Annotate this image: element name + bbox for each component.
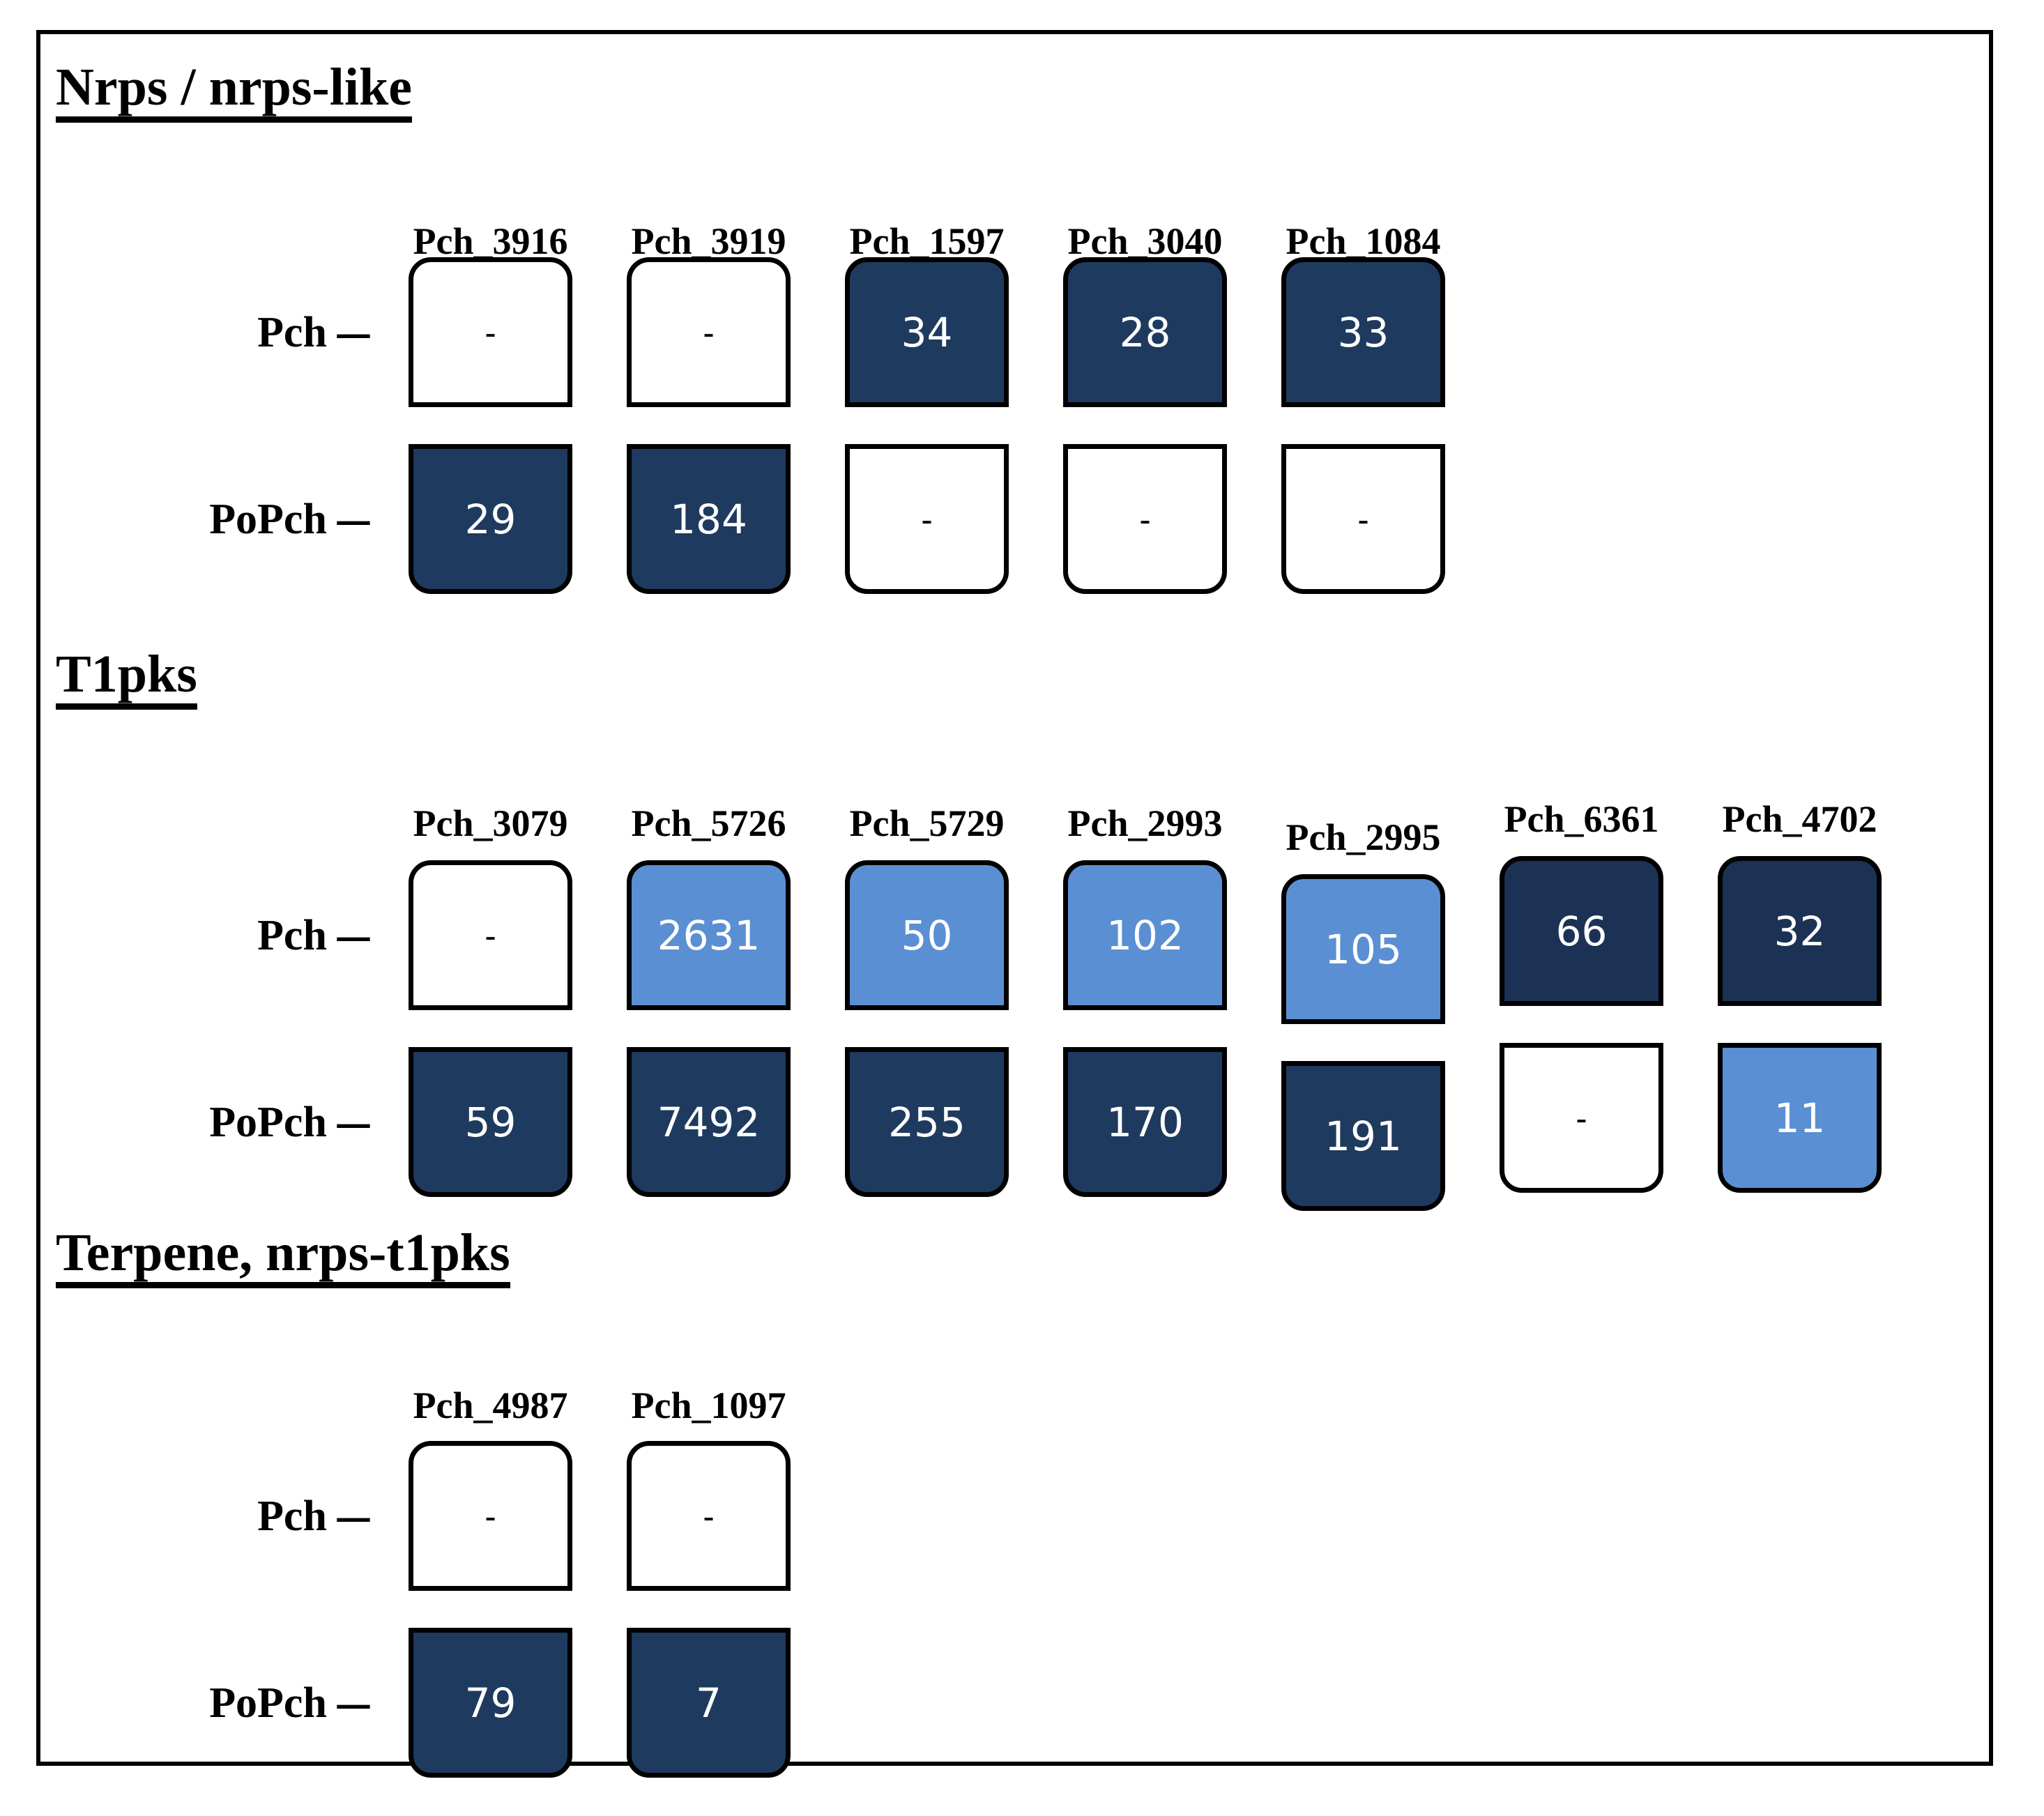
heatmap-cell: 11 <box>1718 1043 1882 1193</box>
column-header: Pch_3040 <box>1067 220 1223 262</box>
heatmap-cell: - <box>627 257 791 407</box>
row-label-text: Pch <box>257 1492 327 1540</box>
row-label-text: Pch <box>257 308 327 356</box>
heatmap-cell: 255 <box>845 1047 1009 1197</box>
row-label-pch: Pch--- <box>257 1492 372 1540</box>
column-header: Pch_1084 <box>1286 220 1441 262</box>
heatmap-cell: 7 <box>627 1628 791 1778</box>
heatmap-cell: 102 <box>1063 860 1227 1010</box>
heatmap-cell: 29 <box>409 444 572 594</box>
heatmap-cell: 33 <box>1281 257 1445 407</box>
heatmap-cell: 170 <box>1063 1047 1227 1197</box>
row-label-dashes: --- <box>335 1679 372 1727</box>
heatmap-cell: 184 <box>627 444 791 594</box>
row-label-text: PoPch <box>209 1098 327 1146</box>
heatmap-cell: - <box>409 860 572 1010</box>
heatmap-cell: 7492 <box>627 1047 791 1197</box>
heatmap-cell: - <box>1281 444 1445 594</box>
section-heading: Terpene, nrps-t1pks <box>56 1226 510 1288</box>
column-header: Pch_1597 <box>849 220 1005 262</box>
column-header: Pch_5729 <box>849 802 1005 844</box>
row-label-pch: Pch--- <box>257 911 372 959</box>
column-header: Pch_2993 <box>1067 802 1223 844</box>
heatmap-cell: 66 <box>1500 856 1663 1006</box>
heatmap-cell: 28 <box>1063 257 1227 407</box>
heatmap-cell: 191 <box>1281 1061 1445 1211</box>
heatmap-cell: - <box>409 257 572 407</box>
row-label-text: PoPch <box>209 495 327 543</box>
column-header: Pch_3919 <box>631 220 786 262</box>
column-header: Pch_3916 <box>413 220 568 262</box>
heatmap-cell: - <box>409 1441 572 1591</box>
row-label-popch: PoPch--- <box>209 1679 372 1727</box>
column-header: Pch_3079 <box>413 802 568 844</box>
row-label-dashes: --- <box>335 495 372 543</box>
column-header: Pch_6361 <box>1504 798 1659 840</box>
section-heading: T1pks <box>56 648 197 710</box>
row-label-pch: Pch--- <box>257 308 372 356</box>
column-header: Pch_4987 <box>413 1384 568 1426</box>
column-header: Pch_5726 <box>631 802 786 844</box>
heatmap-cell: 2631 <box>627 860 791 1010</box>
row-label-text: Pch <box>257 911 327 959</box>
row-label-dashes: --- <box>335 911 372 959</box>
column-header: Pch_4702 <box>1722 798 1877 840</box>
heatmap-cell: 50 <box>845 860 1009 1010</box>
heatmap-cell: 59 <box>409 1047 572 1197</box>
column-header: Pch_2995 <box>1286 816 1441 858</box>
row-label-popch: PoPch--- <box>209 495 372 543</box>
heatmap-cell: 105 <box>1281 874 1445 1024</box>
heatmap-cell: - <box>1063 444 1227 594</box>
heatmap-cell: 32 <box>1718 856 1882 1006</box>
section-heading: Nrps / nrps-like <box>56 61 412 123</box>
row-label-dashes: --- <box>335 308 372 356</box>
heatmap-cell: - <box>627 1441 791 1591</box>
row-label-dashes: --- <box>335 1098 372 1146</box>
column-header: Pch_1097 <box>631 1384 786 1426</box>
heatmap-cell: - <box>845 444 1009 594</box>
heatmap-cell: 79 <box>409 1628 572 1778</box>
heatmap-cell: - <box>1500 1043 1663 1193</box>
heatmap-cell: 34 <box>845 257 1009 407</box>
row-label-popch: PoPch--- <box>209 1098 372 1146</box>
row-label-text: PoPch <box>209 1679 327 1727</box>
row-label-dashes: --- <box>335 1492 372 1540</box>
